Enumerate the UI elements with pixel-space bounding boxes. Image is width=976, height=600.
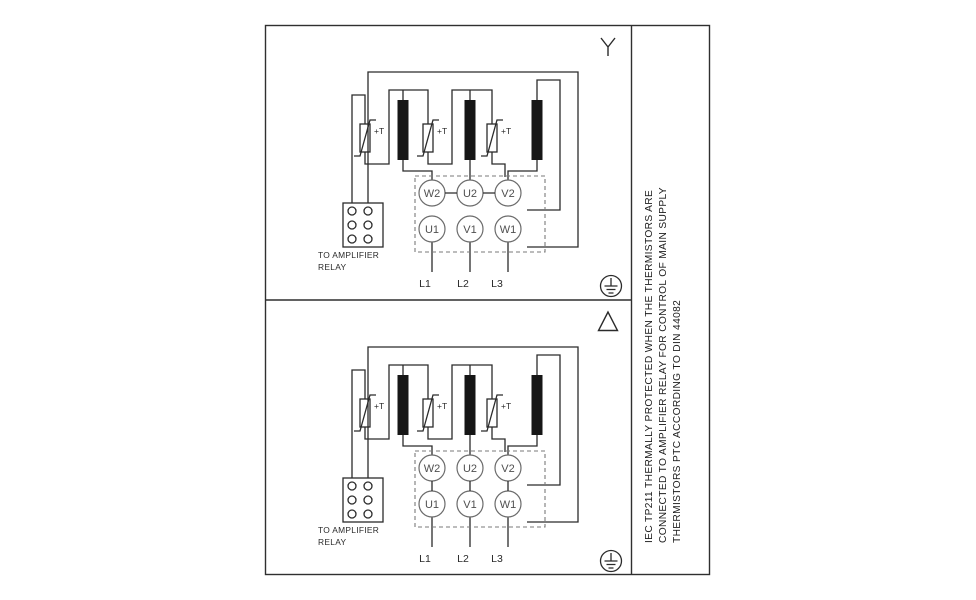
terminal-label-w2: W2 [424, 463, 441, 475]
thermistor-label-3: +T [501, 401, 511, 411]
lead-label-l2: L2 [457, 278, 469, 290]
terminal-label-v2: V2 [501, 463, 514, 475]
thermistor-label-1: +T [374, 401, 384, 411]
side-note-line-2: CONNECTED TO AMPLIFIER RELAY FOR CONTROL… [658, 187, 669, 543]
terminal-label-v1: V1 [463, 499, 476, 511]
panel-delta-connection: W2 U2 V2 U1 V1 W1 L1 L2 L3 +T +T +T TO A… [318, 311, 623, 573]
terminal-label-u2: U2 [463, 463, 477, 475]
document-frame [264, 24, 711, 576]
terminal-label-v2: V2 [501, 188, 514, 200]
terminal-label-u1: U1 [425, 499, 439, 511]
terminal-label-v1: V1 [463, 224, 476, 236]
side-note-line-1: IEC TP211 THERMALLY PROTECTED WHEN THE T… [644, 190, 655, 543]
lead-label-l3: L3 [491, 553, 503, 565]
delta-bridge-links [431, 480, 509, 492]
terminal-label-w2: W2 [424, 188, 441, 200]
relay-note-line-1: TO AMPLIFIER [318, 525, 379, 535]
panel-star-connection: W2 U2 V2 U1 V1 W1 L1 L2 L3 +T +T +T TO A… [318, 37, 623, 298]
side-note-line-3: THERMISTORS PTC ACCORDING TO DIN 44082 [672, 300, 683, 543]
thermistor-label-2: +T [437, 401, 447, 411]
thermistor-label-3: +T [501, 126, 511, 136]
terminal-label-w1: W1 [500, 499, 517, 511]
thermistor-label-1: +T [374, 126, 384, 136]
lead-label-l3: L3 [491, 278, 503, 290]
terminal-label-u2: U2 [463, 188, 477, 200]
relay-note-line-1: TO AMPLIFIER [318, 250, 379, 260]
delta-connection-icon [597, 311, 619, 332]
side-note: IEC TP211 THERMALLY PROTECTED WHEN THE T… [644, 187, 683, 543]
relay-note-line-2: RELAY [318, 262, 346, 272]
relay-note-line-2: RELAY [318, 537, 346, 547]
terminal-label-u1: U1 [425, 224, 439, 236]
terminal-label-w1: W1 [500, 224, 517, 236]
lead-label-l1: L1 [419, 278, 431, 290]
star-connection-icon [600, 37, 616, 57]
lead-label-l1: L1 [419, 553, 431, 565]
thermistor-label-2: +T [437, 126, 447, 136]
lead-label-l2: L2 [457, 553, 469, 565]
